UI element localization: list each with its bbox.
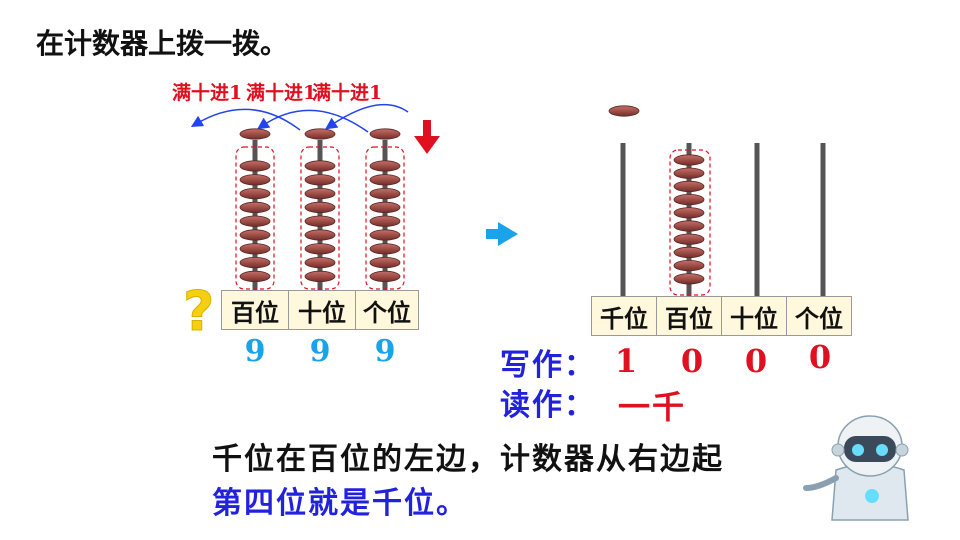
page-title: 在计数器上拨一拨。 [36, 27, 289, 60]
bead [369, 174, 401, 186]
carry-label-tens: 满十进1 [246, 82, 317, 104]
right-place-table: 千位 百位 十位 个位 [591, 296, 852, 336]
bead [304, 160, 336, 172]
carried-bead [304, 128, 336, 140]
bead [369, 256, 401, 269]
explanation-line-2: 第四位就是千位。 [212, 486, 468, 521]
rod [686, 143, 692, 296]
bead [304, 229, 336, 241]
bead [673, 273, 705, 285]
bead [673, 194, 705, 206]
bead [239, 174, 271, 186]
bead [239, 188, 271, 200]
write-digit-thousands: 1 [614, 342, 638, 380]
rod [620, 143, 626, 296]
carried-bead [369, 128, 401, 140]
bead [304, 201, 336, 213]
left-place-hundreds: 百位 [221, 290, 289, 330]
left-place-tens: 十位 [288, 290, 356, 330]
read-value: 一千 [618, 388, 687, 426]
bead [673, 167, 705, 179]
bead-group-outline [669, 149, 711, 296]
bead [239, 270, 271, 282]
bead [369, 229, 401, 241]
bead [673, 246, 705, 258]
bead [239, 160, 271, 172]
rod [754, 143, 760, 296]
bead [239, 229, 271, 241]
right-place-ones: 个位 [786, 296, 852, 336]
carry-label-ones: 满十进1 [312, 82, 383, 104]
bead [369, 201, 401, 213]
bead [304, 215, 336, 227]
bead [304, 174, 336, 186]
blue-right-arrow [486, 222, 518, 246]
question-mark-icon: ? [183, 280, 214, 343]
write-label: 写作： [500, 348, 596, 383]
left-digit-hundreds: 9 [244, 334, 266, 369]
left-place-ones: 个位 [355, 290, 419, 330]
bead [369, 188, 401, 200]
carry-arrow-1 [190, 108, 301, 131]
bead [673, 233, 705, 245]
bead [369, 243, 401, 255]
bead [673, 259, 705, 272]
rod [820, 143, 826, 296]
bead-group-outline [235, 146, 275, 290]
bead [673, 154, 705, 166]
bead [369, 215, 401, 227]
robot-icon [803, 415, 909, 521]
right-place-thousands: 千位 [591, 296, 657, 336]
rod [382, 140, 388, 290]
bead [673, 207, 705, 219]
left-digit-tens: 9 [309, 334, 331, 369]
bead [239, 201, 271, 213]
left-digit-ones: 9 [374, 334, 396, 369]
thousand-bead [608, 105, 640, 117]
bead [369, 270, 401, 282]
red-down-arrow [414, 120, 440, 154]
carried-bead [239, 128, 271, 140]
write-digit-hundreds: 0 [680, 342, 704, 380]
bead-group-outline [365, 146, 405, 290]
write-digit-tens: 0 [744, 342, 768, 380]
write-digit-ones: 0 [808, 338, 832, 376]
read-label: 读作： [500, 388, 596, 423]
bead [673, 220, 705, 232]
rod [252, 140, 258, 290]
carry-arrow-2 [257, 109, 369, 133]
bead [239, 215, 271, 227]
bead [239, 256, 271, 269]
bead [304, 270, 336, 282]
bead [304, 256, 336, 269]
bead [304, 243, 336, 255]
bead [369, 160, 401, 172]
bead-group-outline [300, 146, 340, 290]
right-place-tens: 十位 [721, 296, 787, 336]
left-place-table: 百位 十位 个位 [221, 290, 419, 330]
rod [317, 140, 323, 290]
carry-arrow-3 [325, 103, 409, 130]
bead [673, 180, 705, 192]
explanation-line-1: 千位在百位的左边，计数器从右边起 [212, 442, 724, 477]
carry-label-hundreds: 满十进1 [172, 82, 243, 104]
bead [239, 243, 271, 255]
bead [304, 188, 336, 200]
right-place-hundreds: 百位 [656, 296, 722, 336]
